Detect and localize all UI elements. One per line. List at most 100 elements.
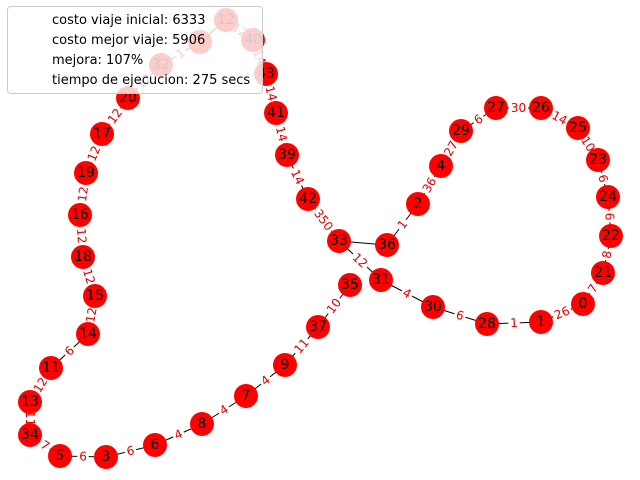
node-label: 6 (151, 437, 160, 453)
node-label: 11 (42, 360, 60, 376)
node-label: 17 (93, 126, 111, 142)
edge-label-27-29: 6 (469, 110, 488, 129)
node-label: 2 (414, 196, 423, 212)
edge-label-26-27: 30 (509, 101, 528, 115)
node-label: 18 (74, 249, 92, 265)
edge-label-25-26: 14 (547, 107, 572, 129)
node-label: 35 (341, 277, 359, 293)
node-label: 30 (424, 299, 442, 315)
edge-label-text: 1 (510, 316, 518, 330)
node-17: 17 (90, 122, 114, 146)
edge-label-bg (79, 265, 99, 288)
edge-label-bg (73, 226, 90, 246)
edge-label-bg (256, 371, 275, 390)
edge-label-bg (322, 294, 346, 318)
node-23: 23 (586, 148, 610, 172)
node-1: 1 (529, 310, 553, 334)
edge-label-bg (36, 436, 54, 455)
edge-label-bg (309, 205, 338, 235)
node-circle (94, 445, 118, 469)
node-label: 28 (478, 316, 496, 332)
edge-label-text: 11 (23, 411, 37, 426)
node-circle (306, 315, 330, 339)
node-label: 4 (437, 158, 446, 174)
edge-label-28-1: 1 (507, 315, 521, 331)
edge-label-41-43: 14 (261, 82, 281, 105)
node-label: 39 (278, 147, 296, 163)
edge-label-22-24: 6 (602, 210, 617, 223)
node-circle (596, 185, 620, 209)
node-27: 27 (484, 96, 508, 120)
node-8: 8 (190, 412, 214, 436)
node-0: 0 (571, 292, 595, 316)
edge-label-text: 6 (125, 443, 136, 458)
edge-label-text: 36 (420, 175, 440, 195)
node-label: 27 (487, 100, 505, 116)
edge-label-bg (82, 304, 101, 326)
node-label: 41 (267, 105, 285, 121)
edge-label-bg (507, 315, 521, 331)
node-42: 42 (296, 187, 320, 211)
node-11: 11 (39, 356, 63, 380)
edge-label-15-14: 12 (82, 304, 101, 326)
edge-label-bg (440, 136, 462, 161)
edge-label-11-13: 12 (29, 373, 52, 397)
node-5: 5 (48, 444, 72, 468)
node-14: 14 (76, 322, 100, 346)
edge-label-34-5: 7 (36, 436, 54, 455)
edge-label-bg (509, 101, 528, 115)
node-18: 18 (71, 245, 95, 269)
edge-label-text: 6 (79, 449, 87, 463)
edge-label-text: 11 (291, 336, 312, 357)
edge-label-19-16: 12 (74, 183, 92, 205)
edge-label-9-37: 11 (289, 334, 314, 358)
node-label: 37 (309, 319, 327, 335)
node-circle (275, 143, 299, 167)
node-41: 41 (264, 101, 288, 125)
edge-label-text: 8 (599, 249, 614, 259)
node-label: 3 (102, 449, 111, 465)
node-39: 39 (275, 143, 299, 167)
node-label: 15 (86, 288, 104, 304)
node-circle (475, 312, 499, 336)
edge-label-bg (77, 449, 89, 464)
edge-label-bg (418, 173, 441, 197)
node-label: 19 (77, 165, 95, 181)
edge-label-text: 6 (595, 173, 611, 184)
node-circle (586, 148, 610, 172)
edge-label-text: 30 (511, 101, 526, 115)
edge-label-bg (272, 123, 291, 145)
edge-label-bg (74, 183, 92, 205)
node-label: 14 (79, 326, 97, 342)
edge-label-text: 27 (441, 138, 461, 158)
edge-label-7-9: 4 (256, 371, 275, 390)
node-label: 24 (599, 189, 617, 205)
edge-label-bg (584, 279, 602, 298)
node-circle (406, 192, 430, 216)
node-label: 13 (21, 394, 39, 410)
node-24: 24 (596, 185, 620, 209)
edge-label-39-41: 14 (272, 123, 291, 145)
edge-label-bg (469, 110, 488, 129)
node-25: 25 (566, 116, 590, 140)
node-circle (599, 224, 623, 248)
node-circle (327, 229, 351, 253)
node-circle (369, 268, 393, 292)
legend-best-cost: costo mejor viaje: 5906 (52, 33, 206, 48)
edge-label-text: 12 (85, 144, 104, 163)
edge-label-bg (60, 341, 79, 361)
edge-label-13-34: 11 (23, 409, 37, 428)
edge-label-text: 12 (105, 106, 125, 127)
edge-label-text: 14 (262, 84, 279, 102)
node-circle (234, 384, 258, 408)
edge-label-bg (594, 171, 612, 186)
edge-label-1-0: 26 (550, 302, 574, 324)
node-circle (83, 284, 107, 308)
edge-label-bg (452, 307, 468, 324)
node-label: 0 (579, 296, 588, 312)
edge-label-bg (103, 104, 127, 128)
edge-label-bg (215, 401, 233, 419)
edge-label-6-8: 4 (170, 425, 187, 444)
edge-label-2-36: 1 (393, 215, 412, 234)
